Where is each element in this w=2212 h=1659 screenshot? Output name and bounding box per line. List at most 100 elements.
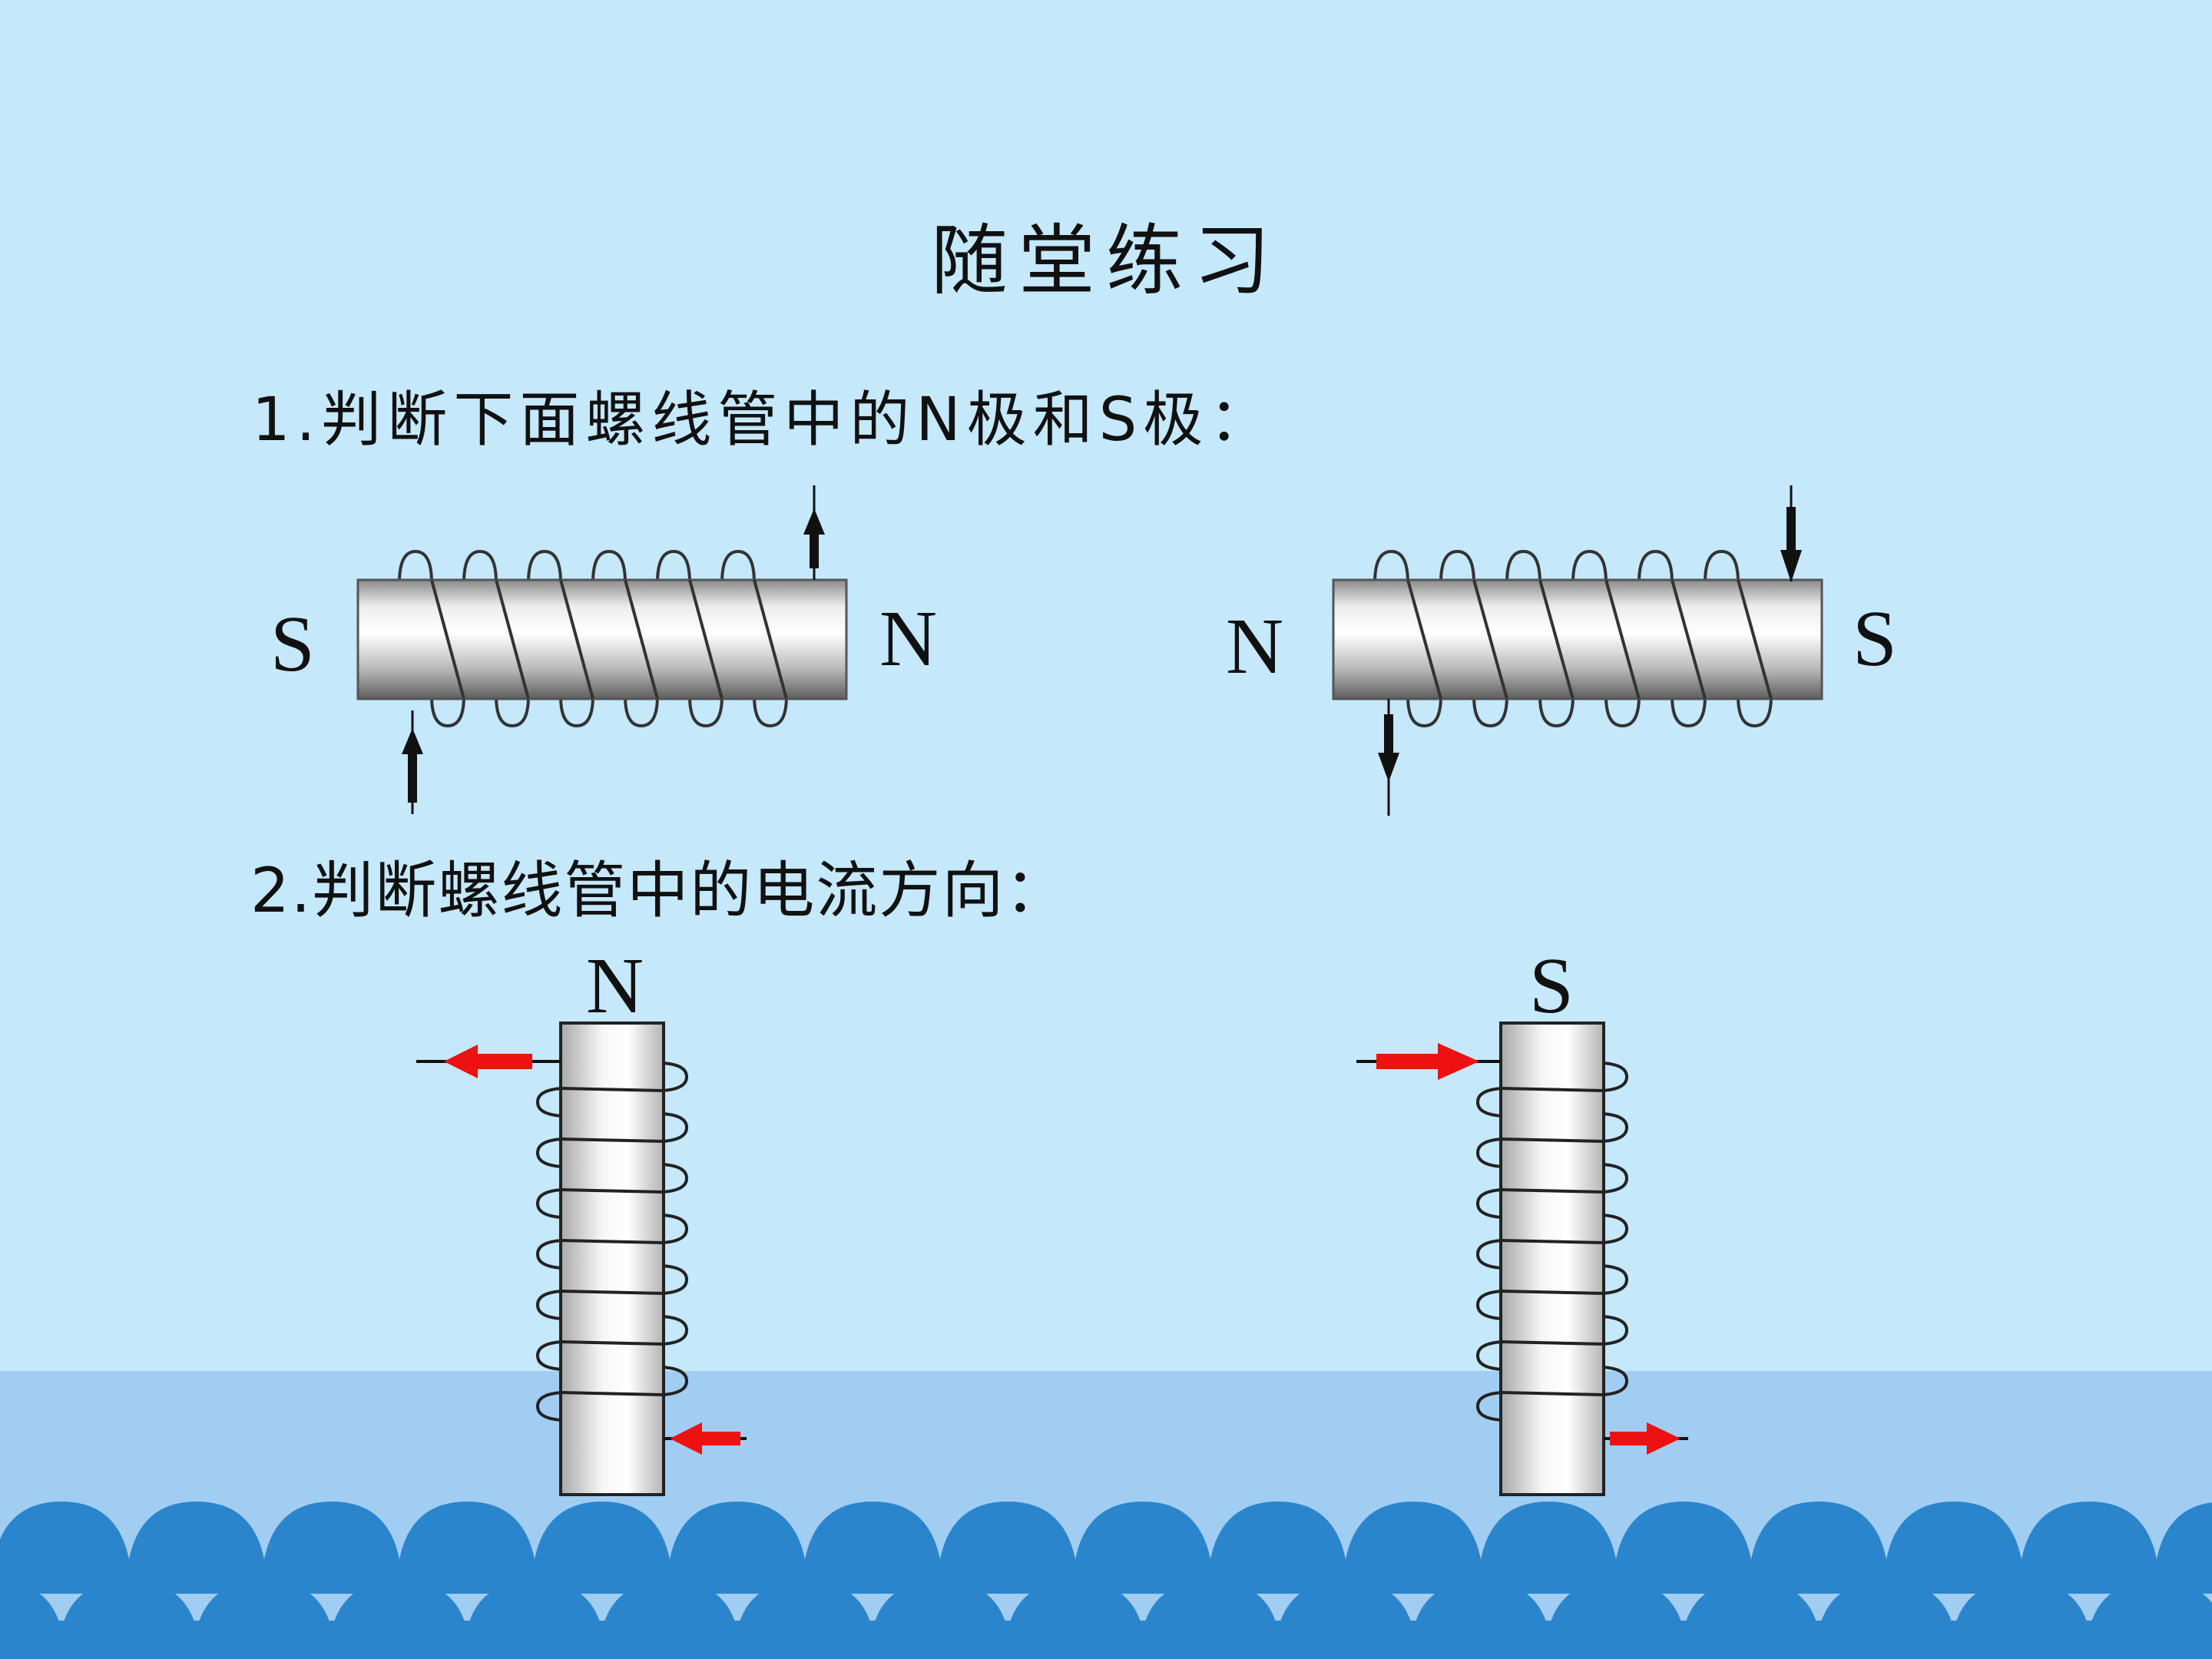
coil-back-loop	[624, 695, 659, 728]
wave-crest	[531, 1502, 673, 1594]
coil-front-turn	[688, 579, 724, 700]
wave-crest	[1072, 1502, 1214, 1594]
coil-front-turn	[1737, 579, 1773, 700]
coil-front-turn	[1500, 1391, 1604, 1396]
solenoid-4-current-arrow-bottom	[1604, 1422, 1688, 1455]
solenoid-1-front-coil	[430, 579, 788, 700]
coil-back-loop	[535, 1087, 563, 1118]
wave-crest	[1613, 1502, 1754, 1594]
coil-back-loop	[661, 1315, 689, 1346]
wave-crest	[126, 1502, 267, 1594]
coil-back-loop	[1538, 695, 1575, 728]
solenoid-3-current-arrow-bottom	[664, 1422, 747, 1455]
solenoid-1-left-pole-label: S	[270, 600, 315, 688]
coil-back-loop	[1637, 549, 1674, 584]
coil-front-turn	[1538, 579, 1575, 700]
coil-front-turn	[1500, 1340, 1604, 1346]
solenoid-1-core	[356, 578, 848, 700]
waves-front	[0, 1581, 2212, 1659]
coil-front-turn	[560, 1188, 664, 1194]
coil-front-turn	[753, 579, 788, 700]
solenoid-1-right-pole-label: N	[879, 594, 938, 683]
solenoid-4-current-arrow-top	[1356, 1043, 1501, 1080]
solenoid-4-front-coil	[1500, 1087, 1604, 1396]
solenoid-3-top-pole-label: N	[586, 942, 644, 1030]
coil-back-loop	[753, 695, 788, 728]
coil-back-loop	[1601, 1112, 1629, 1143]
wave-crest	[0, 1502, 132, 1594]
solenoid-1-back-coil	[398, 549, 788, 728]
coil-back-loop	[1601, 1061, 1629, 1092]
coil-front-turn	[1500, 1290, 1604, 1295]
coil-front-turn	[1500, 1137, 1604, 1143]
wave-crest	[2018, 1502, 2160, 1594]
coil-back-loop	[591, 549, 627, 584]
solenoid-2-back-coil	[1373, 549, 1773, 728]
coil-back-loop	[535, 1340, 563, 1371]
coil-back-loop	[535, 1290, 563, 1320]
coil-back-loop	[1475, 1087, 1503, 1118]
coil-front-turn	[560, 1239, 664, 1244]
coil-back-loop	[1475, 1239, 1503, 1270]
coil-back-loop	[656, 549, 691, 584]
coil-front-turn	[1406, 579, 1442, 700]
solenoid-4-top-pole-label: S	[1529, 942, 1574, 1030]
coil-front-turn	[559, 579, 594, 700]
coil-front-turn	[495, 579, 530, 700]
wave-crest	[2154, 1502, 2212, 1594]
coil-back-loop	[661, 1061, 689, 1092]
coil-front-turn	[1671, 579, 1707, 700]
coil-back-loop	[1475, 1137, 1503, 1168]
solenoid-4-core	[1499, 1022, 1605, 1496]
coil-back-loop	[430, 695, 465, 728]
wave-crest	[261, 1502, 402, 1594]
coil-back-loop	[1604, 695, 1641, 728]
coil-front-turn	[1604, 579, 1641, 700]
coil-back-loop	[661, 1214, 689, 1244]
coil-back-loop	[1472, 695, 1508, 728]
coil-back-loop	[1601, 1315, 1629, 1346]
coil-back-loop	[1601, 1264, 1629, 1295]
wave-crest	[1883, 1502, 2025, 1594]
solenoid-3-current-arrow-top	[416, 1045, 561, 1078]
coil-back-loop	[462, 549, 498, 584]
coil-back-loop	[661, 1112, 689, 1143]
solenoid-2-left-pole-label: N	[1226, 602, 1284, 690]
coil-back-loop	[1601, 1214, 1629, 1244]
coil-back-loop	[1671, 695, 1707, 728]
solenoid-3-core	[559, 1022, 665, 1496]
coil-back-loop	[661, 1264, 689, 1295]
waves-back	[0, 1502, 2212, 1594]
coil-front-turn	[560, 1391, 664, 1396]
coil-back-loop	[688, 695, 724, 728]
coil-back-loop	[1601, 1163, 1629, 1194]
solenoid-1	[356, 485, 848, 814]
wave-crest	[1748, 1502, 1889, 1594]
solenoid-2	[1332, 485, 1823, 816]
solenoid-4-back-coil	[1475, 1061, 1629, 1422]
coil-back-loop	[1475, 1340, 1503, 1371]
coil-back-loop	[1475, 1391, 1503, 1422]
wave-crest	[667, 1502, 808, 1594]
question-1: 1.判断下面螺线管中的N极和S极：	[252, 386, 1276, 455]
coil-back-loop	[559, 695, 594, 728]
coil-back-loop	[1406, 695, 1442, 728]
coil-front-turn	[560, 1340, 664, 1346]
coil-back-loop	[1737, 695, 1773, 728]
wave-crest	[1478, 1502, 1619, 1594]
coil-back-loop	[495, 695, 530, 728]
solenoid-3-back-coil	[535, 1061, 689, 1422]
question-2: 2.判断螺线管中的电流方向：	[250, 855, 1068, 926]
solenoid-2-right-pole-label: S	[1853, 594, 1897, 683]
coil-back-loop	[1439, 549, 1475, 584]
wave-crest	[396, 1502, 538, 1594]
coil-front-turn	[1500, 1239, 1604, 1244]
coil-back-loop	[1475, 1290, 1503, 1320]
slide-title: 随堂练习	[931, 216, 1281, 306]
solenoid-1-current-arrow-top	[803, 485, 825, 580]
solenoid-2-core	[1332, 578, 1823, 700]
wave-crest	[937, 1502, 1078, 1594]
coil-back-loop	[527, 549, 562, 584]
